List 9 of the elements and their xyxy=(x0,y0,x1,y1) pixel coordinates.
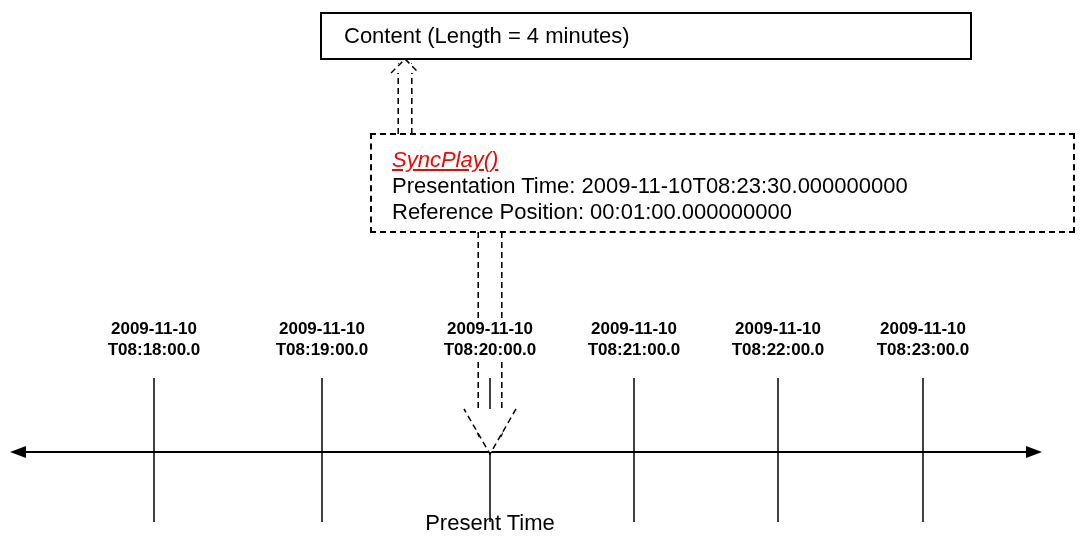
dashed-box xyxy=(370,133,1075,233)
function-name: SyncPlay() xyxy=(392,147,499,173)
timeline-label: Present Time xyxy=(424,510,556,536)
content-box xyxy=(320,12,972,60)
box-text: Content (Length = 4 minutes) xyxy=(344,23,630,49)
block-arrow xyxy=(390,58,420,134)
block-arrow xyxy=(463,232,517,455)
box-text: Presentation Time: 2009-11-10T08:23:30.000000000 xyxy=(392,173,908,199)
box-text: Reference Position: 00:01:00.000000000 xyxy=(392,199,792,225)
